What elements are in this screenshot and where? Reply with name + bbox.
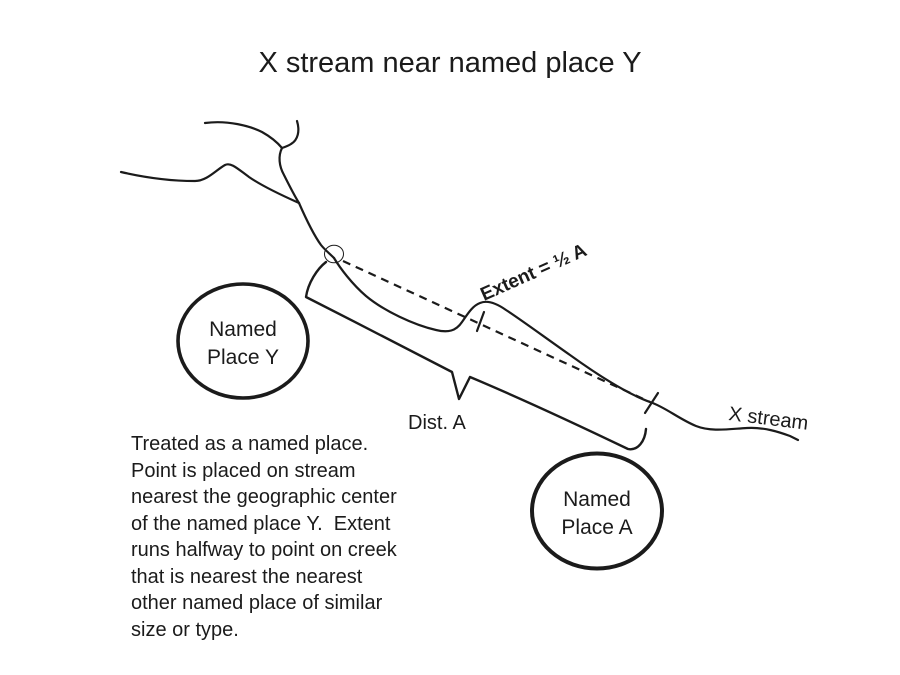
extent-label: Extent = ½ A — [477, 240, 590, 306]
named-place-a-circle — [530, 451, 664, 571]
halfway-tick — [475, 310, 486, 333]
note-line: that is nearest the nearest — [131, 565, 363, 588]
extent-dashed-line — [342, 260, 651, 403]
diagram-title: X stream near named place Y — [258, 47, 642, 79]
stream-left-branch — [119, 163, 301, 205]
named-place-a-label-line2: Place A — [561, 516, 632, 539]
named-place-y-label-line1: Named — [209, 318, 277, 341]
stream-middle-stem — [278, 146, 301, 205]
note-line: Treated as a named place. — [131, 433, 369, 455]
x-stream-label: X stream — [727, 403, 809, 435]
named-place-y-circle — [176, 282, 310, 400]
dist-a-label: Dist. A — [408, 412, 466, 434]
note-line: other named place of similar — [131, 592, 383, 614]
named-place-y-label-line2: Place Y — [207, 346, 279, 369]
note-line: size or type. — [131, 618, 239, 641]
point-marker-dot — [324, 244, 344, 264]
note-line: runs halfway to point on creek — [131, 539, 397, 561]
stream-main-stem — [297, 201, 336, 260]
stream-hook-branch — [280, 119, 300, 150]
note-line: Point is placed on stream — [131, 459, 356, 482]
stream-lower-course — [332, 256, 800, 442]
note-text: Treated as a named place. Point is place… — [131, 431, 397, 643]
note-line: of the named place Y. Extent — [131, 512, 391, 535]
note-line: nearest the geographic center — [131, 486, 397, 508]
endpoint-tick — [643, 391, 660, 415]
distance-brace — [304, 260, 648, 451]
stream-upper-branch — [203, 121, 284, 150]
named-place-a-label-line1: Named — [563, 488, 631, 511]
